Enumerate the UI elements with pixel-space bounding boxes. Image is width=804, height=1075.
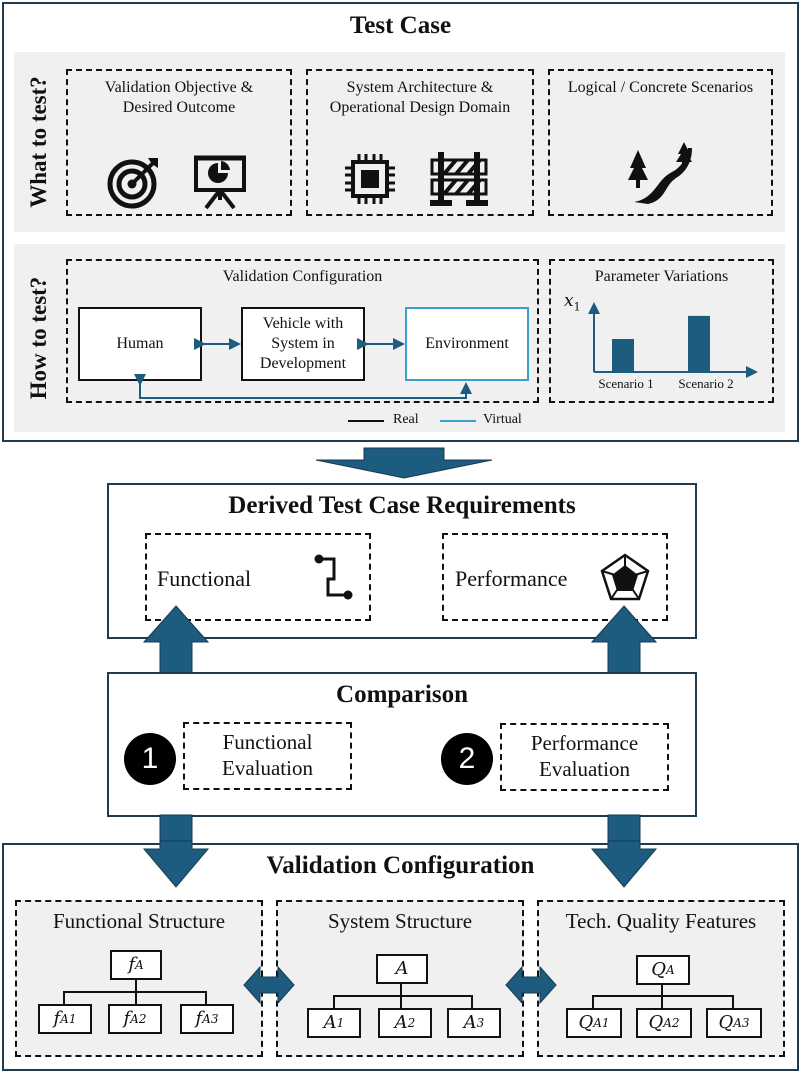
requirements-title: Derived Test Case Requirements (228, 492, 576, 519)
scenarios-label: Logical / Concrete Scenarios (567, 79, 754, 96)
architecture-label: System Architecture & Operational Design… (329, 79, 511, 116)
validation-config-box (66, 259, 539, 403)
system-structure-label: System Structure (327, 909, 473, 933)
requirements-panel (107, 483, 697, 639)
a-child-sub: 3 (476, 1015, 485, 1030)
double-arrow-right (505, 965, 557, 1005)
functional-req-label: Functional (157, 566, 252, 591)
down-arrow-left-overlay (142, 840, 210, 888)
functional-req-box (145, 533, 371, 621)
double-arrow-left (243, 965, 295, 1005)
parameter-variations-box (549, 259, 774, 403)
validation-title: Validation Configuration (266, 852, 535, 879)
q-child-sub: A2 (663, 1015, 680, 1030)
q-root-base: Q (651, 958, 667, 980)
validation-config-label: Validation Configuration (222, 268, 383, 285)
road-trees-icon (628, 142, 692, 204)
scenarios-box (548, 69, 773, 216)
legend-real-line (348, 420, 384, 422)
a-child-sub: 2 (407, 1015, 416, 1030)
down-arrow-top (315, 447, 493, 479)
parameter-variations-label: Parameter Variations (594, 268, 729, 285)
performance-eval-box (500, 723, 669, 791)
functional-structure-label: Functional Structure (52, 909, 226, 933)
presentation-icon (194, 155, 246, 210)
q-child-base: Q (648, 1011, 664, 1033)
param-axis-symbol: x (564, 291, 574, 311)
param-bar-1 (612, 339, 634, 372)
test-case-title: Test Case (349, 12, 452, 39)
f-child-sub: A3 (202, 1011, 219, 1026)
step-1-number: 1 (141, 742, 159, 775)
param-axis-label: x1 (564, 291, 581, 313)
f-child-sub: A1 (60, 1011, 77, 1026)
config-connectors (134, 338, 472, 399)
step-1-badge: 1 (124, 733, 176, 785)
radar-chart-icon (600, 553, 650, 601)
comparison-title: Comparison (336, 681, 468, 708)
q-child-base: Q (578, 1011, 594, 1033)
scenario1-label: Scenario 1 (598, 376, 654, 391)
f-child-base: f (53, 1007, 61, 1029)
target-icon (107, 158, 158, 209)
a-child-sub: 1 (336, 1015, 345, 1030)
road-barrier-icon (430, 152, 488, 206)
architecture-box (306, 69, 534, 216)
parameter-chart (588, 302, 758, 378)
quality-features-label: Tech. Quality Features (565, 909, 757, 933)
param-bar-2 (688, 315, 710, 372)
a-child-base: A (323, 1011, 337, 1033)
f-root-base: f (128, 953, 135, 975)
a-root-node: A (376, 954, 428, 984)
legend-real-label: Real (393, 412, 419, 427)
objective-box (66, 69, 292, 216)
q-root-sub: A (666, 962, 675, 977)
scenario2-label: Scenario 2 (678, 376, 734, 391)
functional-eval-label: Functional Evaluation (222, 730, 313, 781)
functional-eval-box (183, 722, 352, 790)
flow-icon (314, 554, 353, 600)
a-child-base: A (394, 1011, 408, 1033)
q-child-sub: A3 (733, 1015, 750, 1030)
param-axis-subscript: 1 (573, 300, 581, 314)
legend-virtual-label: Virtual (483, 412, 522, 427)
f-root-sub: A (135, 957, 144, 972)
f-child-base: f (123, 1007, 131, 1029)
objective-label: Validation Objective & Desired Outcome (104, 79, 254, 116)
step-2-number: 2 (458, 742, 476, 775)
q-child-base: Q (718, 1011, 734, 1033)
performance-req-box (442, 533, 668, 621)
performance-eval-label: Performance Evaluation (530, 731, 639, 782)
legend-virtual-line (440, 420, 476, 422)
vehicle-box: Vehicle with System in Development (241, 307, 365, 381)
performance-req-label: Performance (455, 566, 568, 591)
q-child-sub: A1 (593, 1015, 610, 1030)
down-arrow-right-overlay (590, 840, 658, 888)
comparison-panel (107, 672, 697, 817)
f-child-sub: A2 (130, 1011, 147, 1026)
f-child-base: f (195, 1007, 203, 1029)
a-child-base: A (463, 1011, 477, 1033)
chip-icon (345, 154, 395, 204)
environment-box: Environment (405, 307, 529, 381)
step-2-badge: 2 (441, 733, 493, 785)
